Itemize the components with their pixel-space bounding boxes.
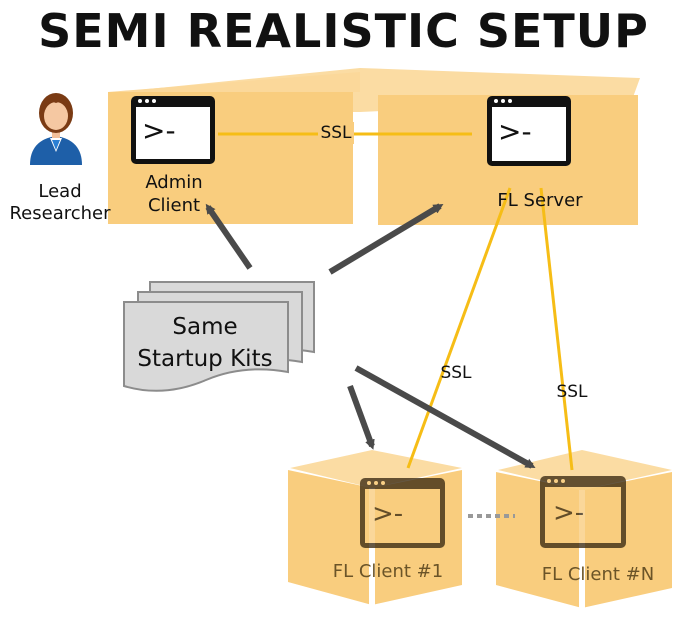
lead-researcher-avatar — [30, 93, 82, 165]
admin-terminal-icon: >- — [131, 96, 215, 164]
arrow-to-admin — [205, 203, 253, 270]
svg-text:>-: >- — [372, 499, 403, 529]
researcher-label-line1: Lead — [38, 181, 81, 202]
clientN-label: FL Client #N — [542, 564, 654, 585]
svg-text:>-: >- — [142, 114, 176, 147]
ssl-label-left: SSL — [440, 363, 472, 383]
svg-text:>-: >- — [498, 115, 532, 148]
arrow-to-clientN — [354, 365, 536, 469]
kits-label-line2: Startup Kits — [137, 346, 272, 372]
client1-label: FL Client #1 — [333, 561, 443, 582]
arrow-to-server — [328, 203, 444, 275]
ssl-line-server-clientN — [539, 187, 574, 471]
arrow-to-client1 — [347, 384, 375, 450]
admin-label-line1: Admin — [145, 172, 202, 193]
admin-label-line2: Client — [148, 195, 200, 216]
server-label: FL Server — [497, 190, 583, 211]
kits-label-line1: Same — [172, 314, 237, 340]
svg-text:>-: >- — [553, 498, 584, 528]
page-title: SEMI REALISTIC SETUP — [38, 4, 649, 58]
clientN-terminal-icon: >- — [540, 476, 626, 548]
box-gap — [353, 112, 378, 224]
researcher-label-line2: Researcher — [9, 203, 111, 224]
client1-terminal-icon: >- — [360, 478, 445, 548]
startup-kits-icon — [123, 281, 315, 392]
server-terminal-icon: >- — [487, 96, 571, 166]
ssl-label-bg — [318, 122, 354, 144]
ssl-label-top: SSL — [320, 123, 352, 143]
ssl-line-server-client1 — [406, 187, 512, 469]
ssl-label-right: SSL — [556, 382, 588, 402]
